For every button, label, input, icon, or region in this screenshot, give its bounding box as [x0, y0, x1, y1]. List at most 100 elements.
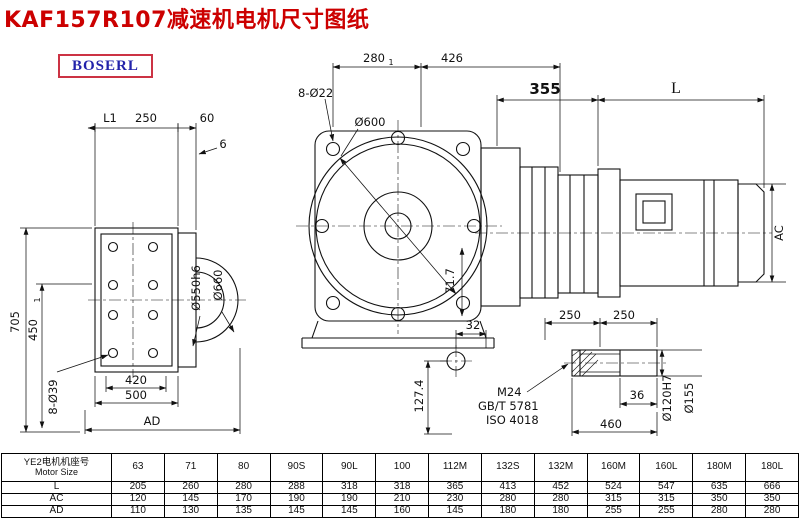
cell-L-112M: 365 — [428, 481, 482, 494]
col-header-100: 100 — [375, 453, 430, 482]
dim-32: 32 — [466, 318, 481, 332]
cell-AC-100: 210 — [375, 493, 430, 506]
dim-L: L — [671, 80, 681, 97]
row-label-AC: AC — [1, 493, 112, 506]
table-row-L: L 205 260 280 288 318 318 365 413 452 52… — [1, 481, 799, 494]
brand-logo: BOSERL — [58, 54, 153, 78]
terminal-box-inner — [642, 200, 666, 224]
dim-280: 280 — [363, 51, 385, 65]
table-header-row: YE2电机机座号 Motor Size 63 71 80 90S 90L 100… — [1, 453, 799, 482]
cell-L-90S: 288 — [269, 481, 324, 494]
cell-AD-180M: 280 — [692, 505, 747, 518]
motor-dimension-table: YE2电机机座号 Motor Size 63 71 80 90S 90L 100… — [1, 453, 799, 518]
dim-AD: AD — [144, 414, 161, 428]
cell-AD-132M: 180 — [533, 505, 588, 518]
dim-L1: L1 — [103, 111, 117, 125]
bolt-spec-8x39: 8-Ø39 — [46, 379, 60, 414]
input-stage-2 — [557, 174, 599, 294]
dia-155: Ø155 — [682, 382, 696, 413]
bolt-hole — [325, 141, 341, 157]
col-header-80: 80 — [216, 453, 271, 482]
dim-36: 36 — [630, 388, 645, 402]
cell-L-63: 205 — [111, 481, 165, 494]
cell-L-100: 318 — [375, 481, 430, 494]
dim-127-4: 127.4 — [412, 380, 426, 413]
bolt-hole — [147, 309, 159, 321]
col-header-160L: 160L — [639, 453, 694, 482]
dim-450-sub: 1 — [33, 297, 42, 302]
motor-size-label-en: Motor Size — [34, 466, 78, 477]
cell-AC-132S: 280 — [480, 493, 535, 506]
col-header-63: 63 — [111, 453, 165, 482]
dim-AC: AC — [772, 225, 786, 241]
dia-550h6: Ø550h6 — [189, 265, 203, 311]
cell-L-132M: 452 — [533, 481, 588, 494]
cell-AC-160L: 315 — [639, 493, 694, 506]
cell-L-80: 280 — [216, 481, 271, 494]
brand-logo-text: BOSERL — [72, 58, 139, 74]
col-header-132M: 132M — [533, 453, 588, 482]
dimension-labels: 280 1 426 8-Ø22 Ø600 71.7 32 127.4 355 L… — [8, 51, 786, 431]
col-header-180L: 180L — [745, 453, 799, 482]
dim-420: 420 — [125, 373, 147, 387]
cell-AC-160M: 315 — [586, 493, 641, 506]
cell-AC-112M: 230 — [428, 493, 482, 506]
input-stage-1 — [519, 166, 559, 299]
bolt-hole — [455, 141, 471, 157]
cell-AD-180L: 280 — [745, 505, 799, 518]
dia-120H7: Ø120H7 — [660, 375, 674, 422]
dim-355: 355 — [529, 80, 560, 98]
cell-L-132S: 413 — [480, 481, 535, 494]
bolt-hole — [147, 347, 159, 359]
cell-AC-180L: 350 — [745, 493, 799, 506]
cell-AD-80: 135 — [216, 505, 271, 518]
cell-AC-132M: 280 — [533, 493, 588, 506]
table-corner-cell: YE2电机机座号 Motor Size — [1, 453, 112, 482]
dia-660: Ø660 — [211, 269, 225, 300]
cell-L-180L: 666 — [745, 481, 799, 494]
cell-AC-90L: 190 — [322, 493, 377, 506]
row-label-AD: AD — [1, 505, 112, 518]
motor-size-label-cn: YE2电机机座号 — [23, 456, 90, 468]
col-header-160M: 160M — [586, 453, 641, 482]
col-header-132S: 132S — [480, 453, 535, 482]
row-label-L: L — [1, 481, 112, 494]
std-iso4018: ISO 4018 — [486, 413, 539, 427]
dim-500: 500 — [125, 388, 147, 402]
cell-AD-160L: 255 — [639, 505, 694, 518]
dim-250a: 250 — [559, 308, 581, 322]
cell-AC-180M: 350 — [692, 493, 747, 506]
col-header-71: 71 — [163, 453, 218, 482]
bolt-hole — [107, 347, 119, 359]
col-header-180M: 180M — [692, 453, 747, 482]
cell-AC-71: 145 — [163, 493, 218, 506]
bolt-hole — [107, 241, 119, 253]
cell-AC-80: 170 — [216, 493, 271, 506]
bolt-hole — [147, 241, 159, 253]
cell-AD-132S: 180 — [480, 505, 535, 518]
cell-AD-90L: 145 — [322, 505, 377, 518]
dim-60: 60 — [200, 111, 215, 125]
dim-426: 426 — [441, 51, 463, 65]
motor-side-view — [480, 147, 765, 307]
table-row-AC: AC 120 145 170 190 190 210 230 280 280 3… — [1, 493, 799, 506]
dim-460: 460 — [600, 417, 622, 431]
dim-71-7: 71.7 — [443, 268, 457, 294]
cell-L-90L: 318 — [322, 481, 377, 494]
dim-450: 450 — [26, 319, 40, 341]
dim-250-left: 250 — [135, 111, 157, 125]
left-view-centerlines — [88, 222, 246, 378]
std-gbt5781: GB/T 5781 — [478, 399, 539, 413]
bolt-hole — [455, 295, 471, 311]
bolt-spec-8x22: 8-Ø22 — [298, 86, 333, 100]
bolt-hole — [107, 309, 119, 321]
cell-AD-100: 160 — [375, 505, 430, 518]
dim-6: 6 — [219, 137, 226, 151]
dim-280-sub: 1 — [388, 58, 393, 67]
technical-drawing: 280 1 426 8-Ø22 Ø600 71.7 32 127.4 355 L… — [8, 51, 786, 436]
thread-M24: M24 — [497, 385, 522, 399]
table-row-AD: AD 110 130 135 145 145 160 145 180 180 2… — [1, 505, 799, 518]
cell-L-160M: 524 — [586, 481, 641, 494]
col-header-90L: 90L — [322, 453, 377, 482]
dimension-lines — [20, 63, 786, 436]
